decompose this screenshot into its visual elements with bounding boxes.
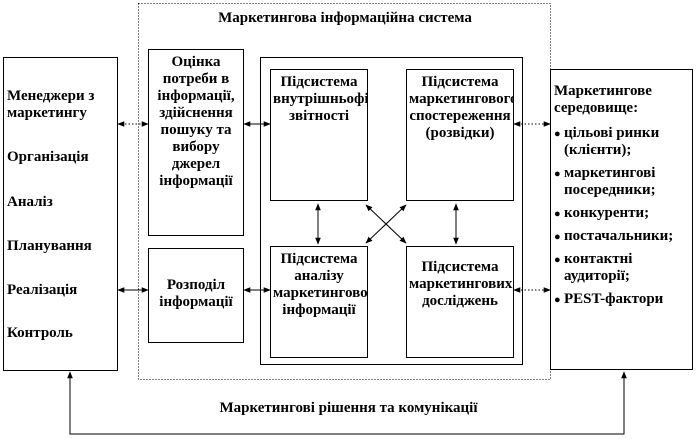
- mis-title: Маркетингова інформаційна система: [218, 10, 472, 26]
- control-label: Контроль: [7, 325, 73, 341]
- environment-list: ●цільові ринки (клієнти); ●маркетингові …: [554, 125, 692, 308]
- information-distribution-box: Розподіл інформації: [148, 248, 244, 343]
- list-item: ●контактні аудиторії;: [554, 251, 633, 284]
- analysis-label: Аналіз: [7, 194, 53, 210]
- marketing-research-box: Підсистема маркетингових досліджень: [406, 246, 514, 358]
- information-assessment-box: Оцінка потреби в інформації, здійснення …: [148, 49, 244, 236]
- marketing-environment-title: Маркетингове середовище:: [554, 83, 652, 116]
- internal-reporting-box: Підсистема внутрішньофірмової звітності: [270, 69, 368, 201]
- information-analysis-label: Підсистема аналізу маркетингової інформа…: [273, 251, 368, 318]
- bullet-icon: ●: [554, 128, 561, 140]
- list-item: ●конкуренти;: [554, 205, 650, 221]
- information-assessment-label: Оцінка потреби в інформації, здійснення …: [157, 54, 235, 189]
- list-item: ●PEST-фактори: [554, 291, 664, 307]
- information-analysis-box: Підсистема аналізу маркетингової інформа…: [270, 246, 368, 358]
- managers-box: Менеджери з маркетингу Організація Аналі…: [3, 57, 118, 371]
- bullet-icon: ●: [554, 254, 561, 266]
- managers-label: Менеджери з маркетингу: [7, 88, 95, 121]
- bullet-icon: ●: [554, 168, 561, 180]
- marketing-intelligence-label: Підсистема маркетингового спостереження …: [409, 74, 514, 141]
- feedback-loop: [67, 371, 627, 435]
- marketing-intelligence-box: Підсистема маркетингового спостереження …: [406, 69, 514, 201]
- internal-reporting-label: Підсистема внутрішньофірмової звітності: [273, 74, 367, 124]
- list-item: ●маркетингові посередники;: [554, 165, 656, 198]
- list-item: ●постачальники;: [554, 228, 674, 244]
- list-item: ●цільові ринки (клієнти);: [554, 125, 660, 158]
- bottom-label: Маркетингові рішення та комунікації: [219, 400, 478, 416]
- bullet-icon: ●: [554, 294, 561, 306]
- bullet-icon: ●: [554, 231, 561, 243]
- organization-label: Організація: [7, 149, 89, 165]
- marketing-research-label: Підсистема маркетингових досліджень: [409, 259, 513, 309]
- arrow-intelligence-analysis: [365, 204, 407, 244]
- information-distribution-label: Розподіл інформації: [159, 277, 233, 310]
- planning-label: Планування: [7, 238, 92, 254]
- subsystem-frame: [260, 57, 523, 365]
- implementation-label: Реалізація: [7, 282, 78, 298]
- bullet-icon: ●: [554, 208, 561, 220]
- marketing-environment-box: Маркетингове середовище: ●цільові ринки …: [550, 69, 693, 370]
